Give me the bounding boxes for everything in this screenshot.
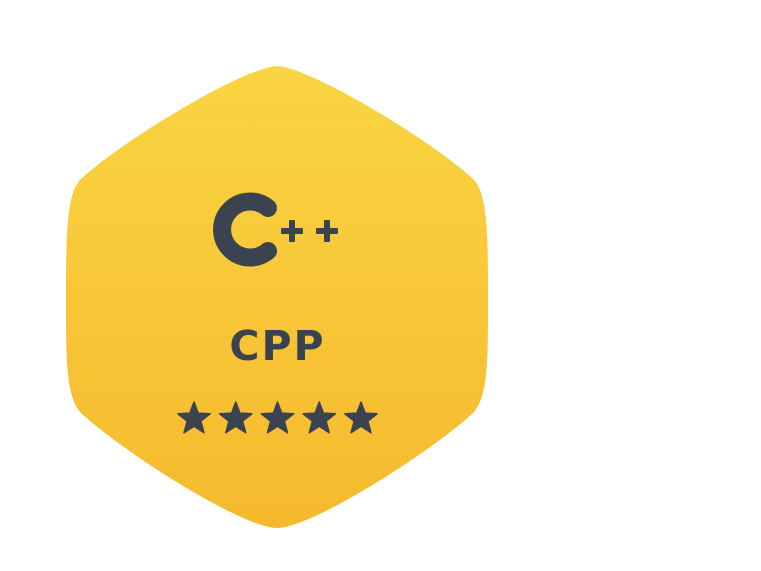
c-letter-icon [213, 192, 277, 267]
star-icon [302, 401, 337, 434]
star-icon [177, 401, 211, 434]
star-icon [218, 401, 253, 434]
star-icon [260, 401, 295, 434]
rating-stars [177, 401, 378, 434]
badge-label: CPP [229, 322, 326, 370]
cpp-logo-icon [213, 192, 338, 267]
star-icon [344, 401, 378, 434]
hexagon-shape [66, 66, 488, 528]
